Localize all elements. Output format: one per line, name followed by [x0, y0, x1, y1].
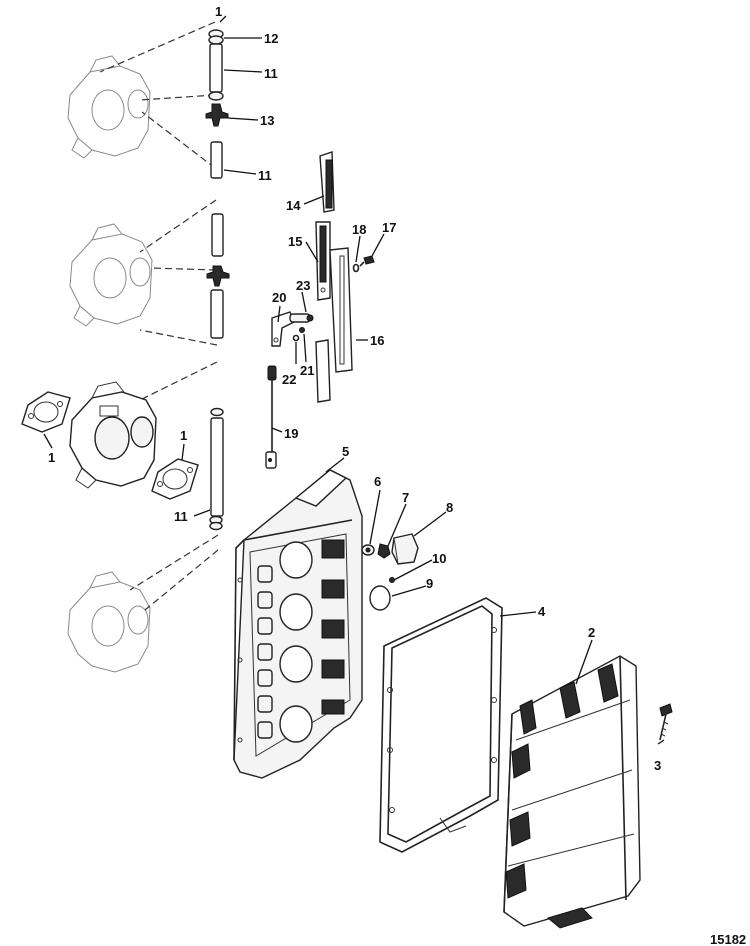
callout-2: 2 [588, 625, 595, 640]
callout-6: 6 [374, 474, 381, 489]
rod-19 [265, 365, 277, 469]
carburetor-3 [69, 381, 157, 489]
leader-lines [43, 15, 665, 745]
callout-8: 8 [446, 500, 453, 515]
carburetor-4 [67, 571, 151, 673]
plug-8 [391, 533, 419, 565]
callout-22: 22 [282, 372, 296, 387]
callout-20: 20 [272, 290, 286, 305]
washer-6 [361, 544, 375, 556]
nut-7 [377, 543, 391, 559]
callout-1-top: 1 [215, 4, 222, 19]
callout-13: 13 [260, 113, 274, 128]
callout-14: 14 [286, 198, 301, 213]
callout-1-mid: 1 [180, 428, 187, 443]
carburetor-gasket-left [21, 391, 71, 433]
throttle-link-14 [319, 151, 335, 213]
callout-17: 17 [382, 220, 396, 235]
carburetor-2 [69, 223, 153, 327]
lever-20 [271, 311, 295, 347]
intake-manifold [233, 469, 363, 779]
callout-12: 12 [264, 31, 278, 46]
seal-9 [369, 585, 391, 611]
intake-cover [503, 655, 641, 929]
callout-1-left: 1 [48, 450, 55, 465]
screw-17 [359, 255, 375, 267]
washer-21-22 [292, 327, 305, 342]
callout-5: 5 [342, 444, 349, 459]
throttle-link-16 [315, 247, 353, 403]
throttle-link-15 [315, 221, 331, 301]
callout-11-b: 11 [258, 168, 272, 183]
screw-3 [659, 703, 673, 741]
stud-23 [289, 313, 314, 323]
callout-9: 9 [426, 576, 433, 591]
callout-10: 10 [432, 551, 446, 566]
check-10 [389, 577, 395, 583]
callout-15: 15 [288, 234, 302, 249]
callout-7: 7 [402, 490, 409, 505]
fuel-hose-column [205, 29, 230, 531]
carburetor-gasket-mid [151, 458, 199, 500]
retainer-18 [352, 263, 360, 273]
callout-11-a: 11 [264, 66, 278, 81]
callout-23: 23 [296, 278, 310, 293]
callout-16: 16 [370, 333, 384, 348]
assembly-dash-lines [99, 21, 219, 611]
callout-18: 18 [352, 222, 366, 237]
callout-11-c: 11 [174, 509, 188, 524]
figure-code: 15182 [710, 932, 746, 946]
callout-21: 21 [300, 363, 314, 378]
callout-labels: 1 12 11 13 11 14 18 17 15 23 20 16 21 22… [48, 4, 661, 773]
reed-petal-rows [257, 539, 345, 743]
callout-4: 4 [538, 604, 546, 619]
callout-19: 19 [284, 426, 298, 441]
callout-3: 3 [654, 758, 661, 773]
manifold-gasket [379, 597, 503, 853]
carburetor-1 [67, 55, 151, 159]
